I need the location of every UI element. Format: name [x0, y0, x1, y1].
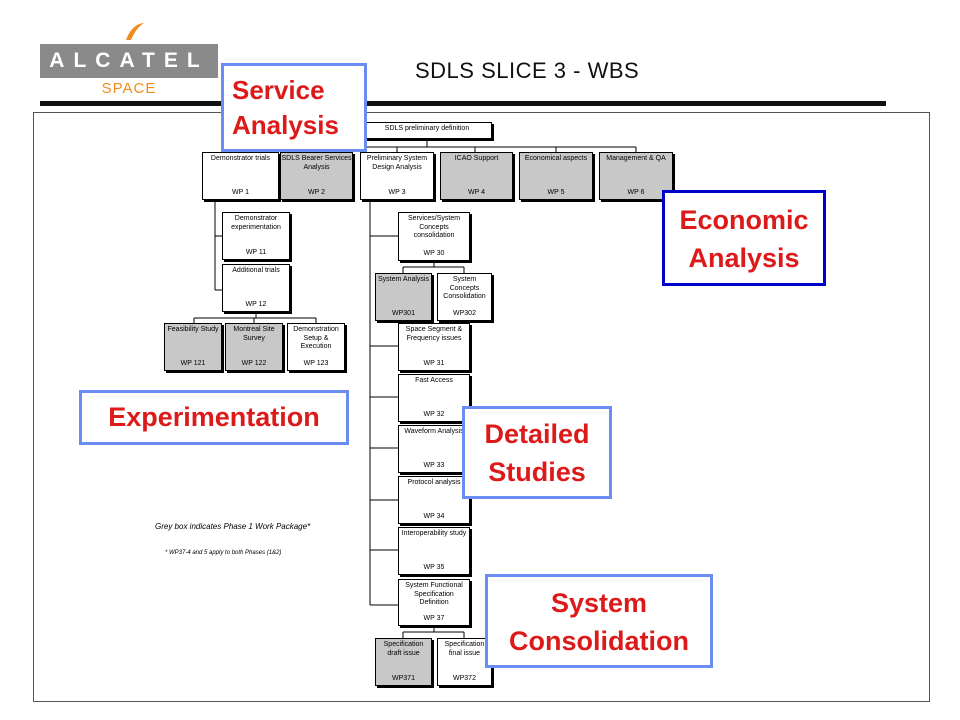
callout-line: Economic: [679, 205, 809, 235]
callout-economic-analysis: Economic Analysis: [662, 190, 826, 286]
node-label: Economical aspects: [524, 155, 588, 162]
wbs-node-wp1: Demonstrator trials WP 1: [202, 152, 279, 200]
node-label: Demonstrator experimentation: [231, 215, 281, 231]
wbs-node-wp35: Interoperability study WP 35: [398, 527, 470, 575]
wbs-node-wp2: SDLS Bearer Services Analysis WP 2: [280, 152, 353, 200]
wbs-node-wp12: Additional trials WP 12: [222, 264, 290, 312]
node-label: System Concepts Consolidation: [443, 276, 486, 300]
callout-detailed-studies: Detailed Studies: [462, 406, 612, 499]
callout-line: Consolidation: [509, 626, 689, 656]
node-wp: WP 3: [388, 188, 406, 196]
node-wp: WP 121: [180, 359, 206, 367]
callout-service-analysis: Service Analysis: [221, 63, 367, 152]
callout-line: Detailed: [484, 419, 590, 449]
logo-mark-icon: [126, 23, 144, 40]
node-label: Protocol analysis: [407, 479, 461, 486]
node-label: Waveform Analysis: [404, 428, 464, 435]
node-label: Specification draft issue: [383, 641, 424, 657]
node-label: Space Segment & Frequency issues: [405, 326, 463, 342]
wbs-node-wp32: Fast Access WP 32: [398, 374, 470, 422]
logo-sub: SPACE: [101, 80, 157, 97]
node-wp: WP 11: [245, 248, 267, 256]
node-wp: WP 32: [423, 410, 445, 418]
node-wp: WP371: [392, 674, 415, 682]
callout-line: Analysis: [232, 110, 339, 140]
node-wp: WP 123: [303, 359, 329, 367]
logo-wordmark: ALCATEL: [49, 49, 209, 72]
node-wp: WP 122: [241, 359, 267, 367]
node-wp: WP 30: [423, 249, 445, 257]
node-wp: WP 31: [423, 359, 445, 367]
wbs-node-wp123: Demonstration Setup & Execution WP 123: [287, 323, 345, 371]
node-label: Specification final issue: [444, 641, 485, 657]
wbs-node-wp37: System Functional Specification Definiti…: [398, 579, 470, 626]
callout-line: Analysis: [688, 243, 800, 273]
node-wp: WP 12: [245, 300, 267, 308]
wbs-node-wp302: System Concepts Consolidation WP302: [437, 273, 492, 321]
wbs-node-wp11: Demonstrator experimentation WP 11: [222, 212, 290, 260]
wbs-node-wp4: ICAO Support WP 4: [440, 152, 513, 200]
diagram-frame: [33, 112, 930, 702]
callout-system-consolidation: System Consolidation: [485, 574, 713, 668]
node-label: Services/System Concepts consolidation: [407, 215, 461, 239]
node-label: System Analysis: [378, 276, 429, 283]
wbs-node-wp30: Services/System Concepts consolidation W…: [398, 212, 470, 261]
wbs-node-wp5: Economical aspects WP 5: [519, 152, 593, 200]
wbs-node-wp122: Montreal Site Survey WP 122: [225, 323, 283, 371]
node-label: Fast Access: [415, 377, 453, 384]
node-wp: WP 35: [423, 563, 445, 571]
node-wp: WP 5: [547, 188, 565, 196]
alcatel-space-logo: ALCATEL SPACE: [40, 22, 218, 97]
wbs-node-wp372: Specification final issue WP372: [437, 638, 492, 686]
node-wp: WP 4: [468, 188, 485, 196]
node-label: Additional trials: [232, 267, 280, 274]
callout-line: System: [550, 588, 648, 618]
callout-line: Experimentation: [108, 402, 320, 432]
node-wp: WP 1: [232, 188, 249, 196]
node-label: Montreal Site Survey: [233, 326, 275, 342]
node-label: SDLS preliminary definition: [384, 125, 470, 132]
node-label: Feasibility Study: [167, 326, 219, 333]
wbs-node-wp371: Specification draft issue WP371: [375, 638, 432, 686]
node-wp: WP 37: [423, 614, 445, 622]
logo-bar: [40, 44, 218, 78]
node-wp: WP 33: [423, 461, 445, 469]
legend-note: Grey box indicates Phase 1 Work Package*: [155, 522, 311, 531]
callout-line: Service: [232, 75, 325, 105]
node-label: Interoperability study: [401, 530, 467, 537]
node-label: Preliminary System Design Analysis: [366, 155, 428, 171]
wbs-node-wp34: Protocol analysis WP 34: [398, 476, 470, 524]
wbs-node-wp3: Preliminary System Design Analysis WP 3: [360, 152, 434, 200]
wbs-node-root: SDLS preliminary definition: [362, 122, 492, 139]
node-label: ICAO Support: [454, 155, 499, 162]
wbs-node-wp301: System Analysis WP301: [375, 273, 432, 321]
callout-experimentation: Experimentation: [79, 390, 349, 445]
node-wp: WP 34: [423, 512, 445, 520]
node-wp: WP 6: [627, 188, 645, 196]
node-wp: WP302: [453, 309, 476, 317]
node-label: Demonstrator trials: [210, 155, 271, 162]
node-label: Demonstration Setup & Execution: [293, 326, 339, 350]
wbs-node-wp6: Management & QA WP 6: [599, 152, 673, 200]
header-rule: [40, 101, 886, 106]
wbs-node-wp31: Space Segment & Frequency issues WP 31: [398, 323, 470, 371]
wbs-node-wp121: Feasibility Study WP 121: [164, 323, 222, 371]
node-wp: WP372: [453, 674, 476, 682]
node-wp: WP301: [392, 309, 415, 317]
node-label: System Functional Specification Definiti…: [405, 582, 463, 606]
footnote: * WP37-4 and 5 apply to both Phases (1&2…: [165, 550, 282, 556]
node-label: SDLS Bearer Services Analysis: [281, 155, 352, 171]
page-title: SDLS SLICE 3 - WBS: [415, 58, 640, 83]
callout-line: Studies: [488, 457, 586, 487]
wbs-node-wp33: Waveform Analysis WP 33: [398, 425, 470, 473]
node-label: Management & QA: [606, 155, 666, 162]
node-wp: WP 2: [308, 188, 325, 196]
